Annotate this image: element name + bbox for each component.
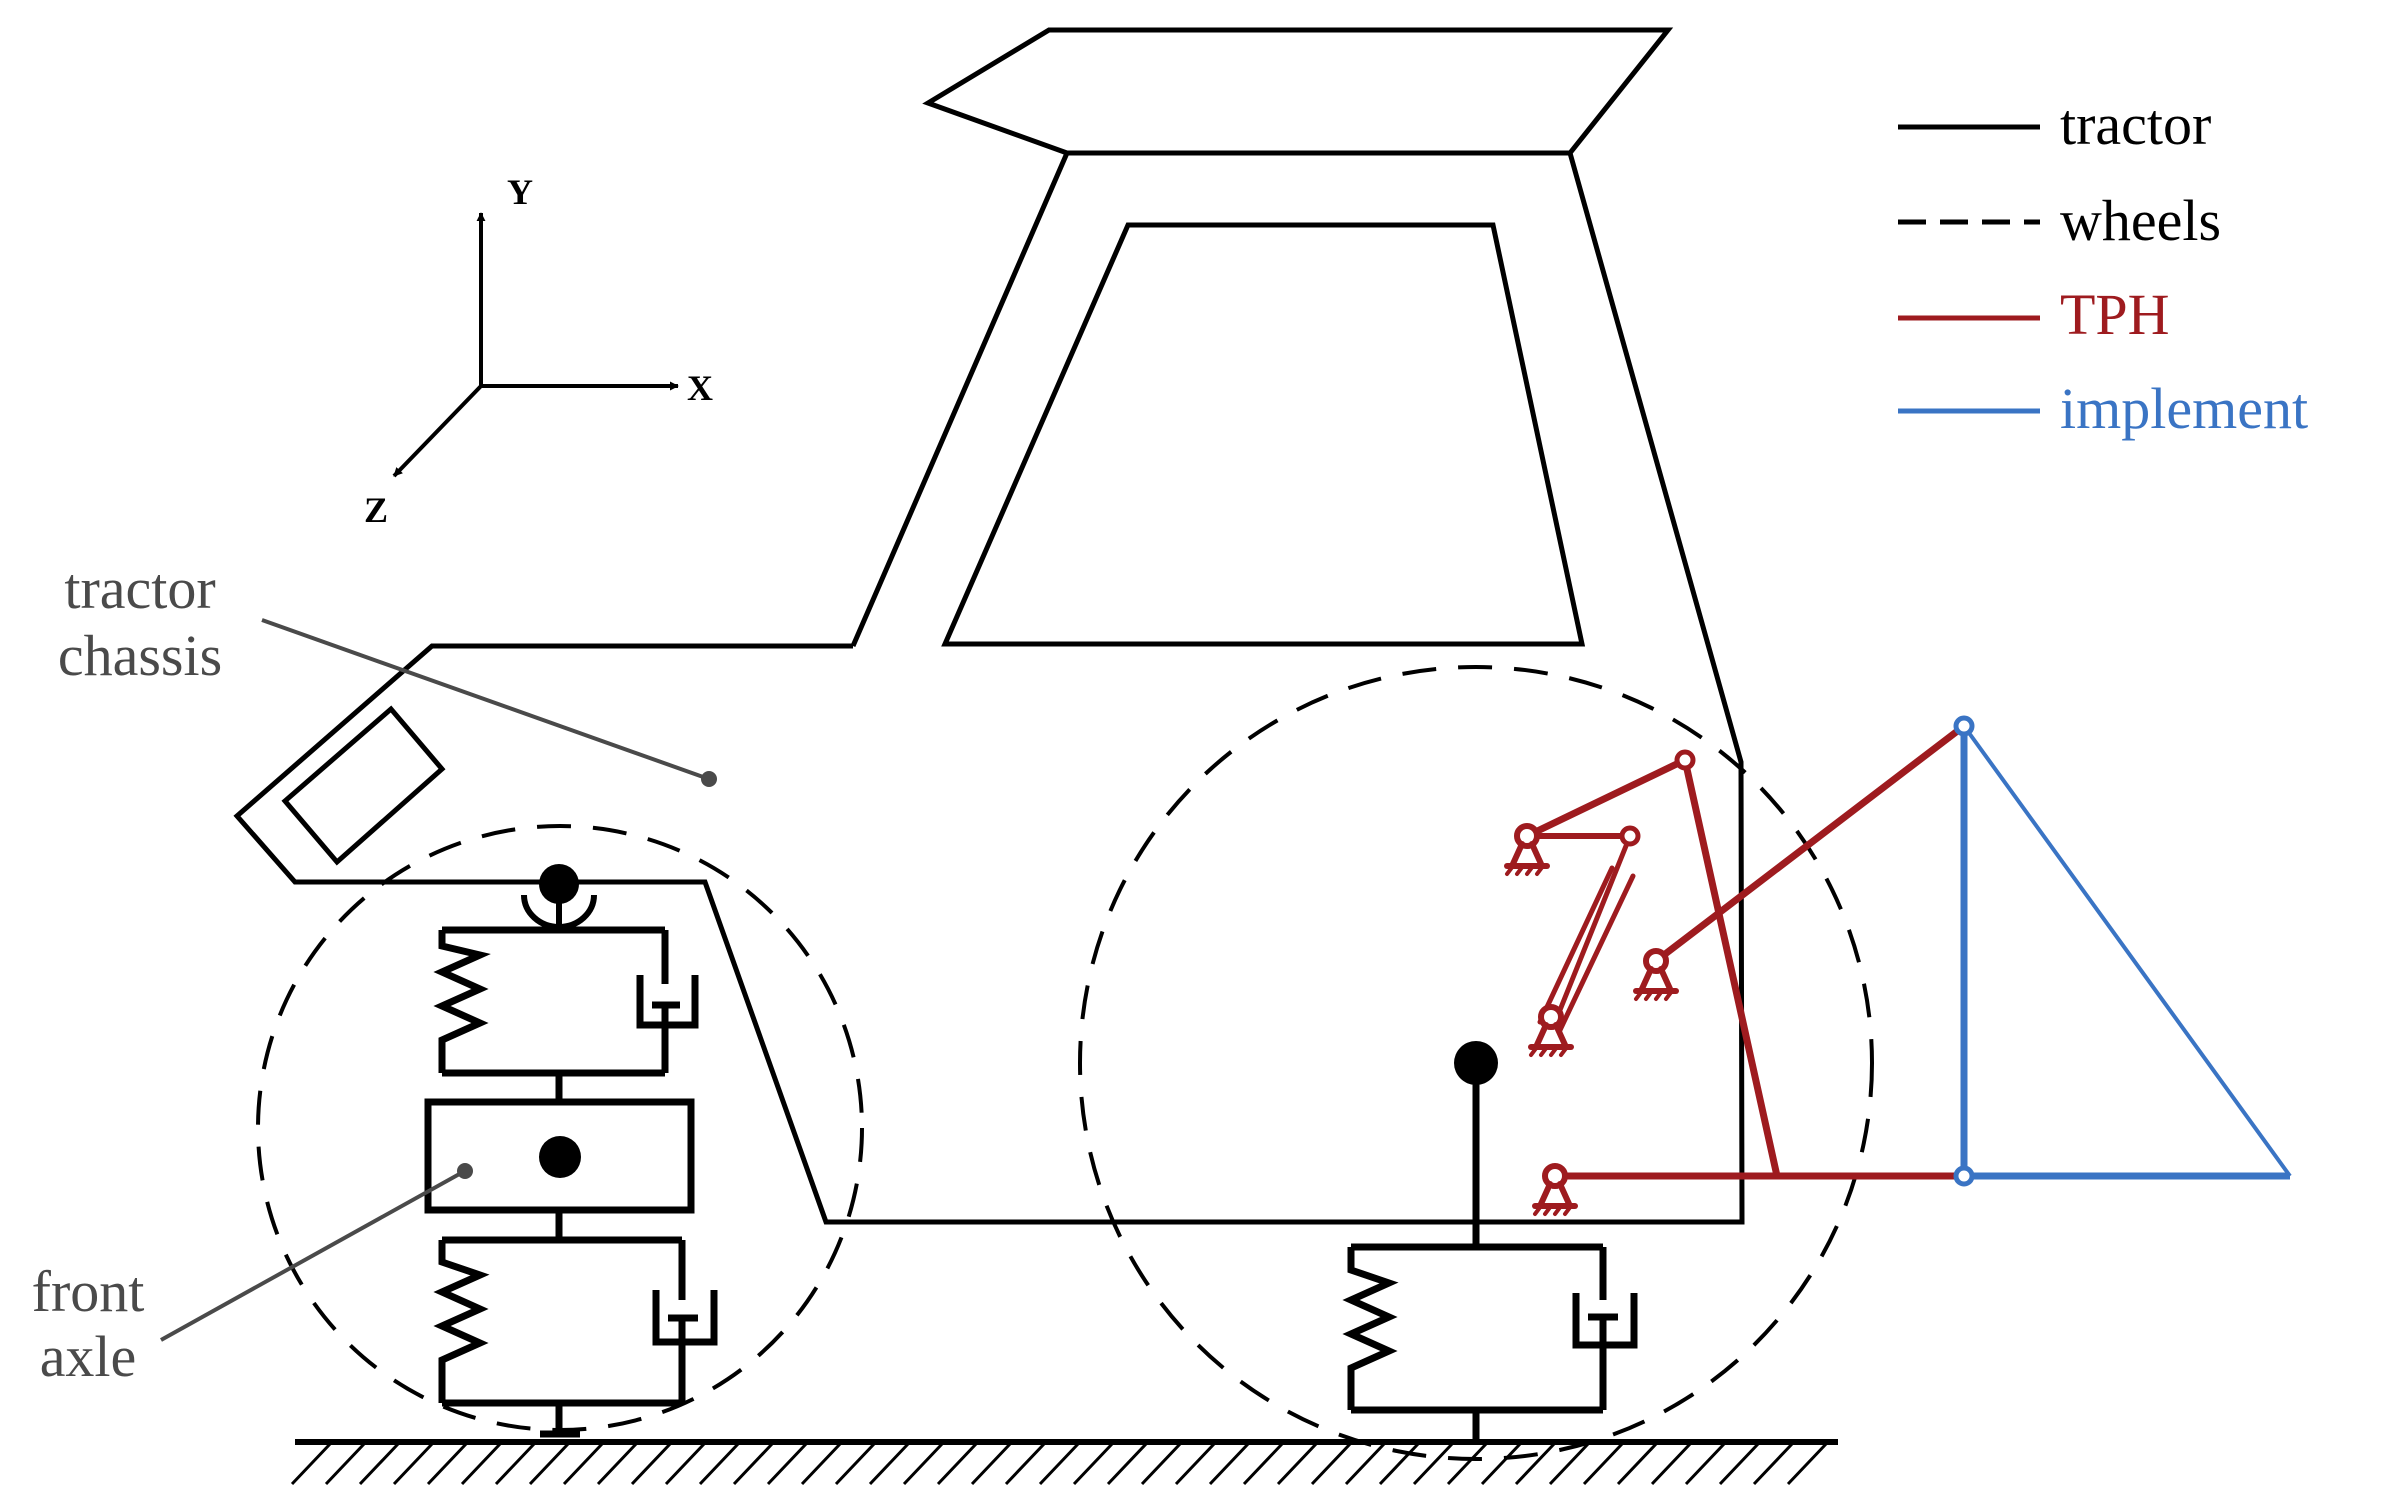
legend-tractor-label: tractor: [2060, 92, 2211, 157]
tph-cylinder-inner: [1557, 873, 1636, 1033]
y-axis-label: Y: [507, 172, 533, 212]
axle-label-line1: front: [32, 1259, 145, 1324]
ground-hatch-line: [1616, 1442, 1658, 1486]
tph-lift-rod: [1681, 756, 1781, 1180]
ground-hatch-line: [1038, 1442, 1080, 1486]
tractor-body: [233, 27, 1745, 1225]
ground-hatch-line: [1684, 1442, 1726, 1486]
rear-spring: [1342, 1247, 1399, 1410]
ground-hatch-line: [426, 1442, 468, 1486]
ground-hatch-line: [358, 1442, 400, 1486]
ground-hatch-line: [1514, 1442, 1556, 1486]
ground-hatch-line: [698, 1442, 740, 1486]
coordinate-axes: Y X Z: [364, 172, 713, 530]
ground-hatch-line: [290, 1442, 332, 1486]
x-axis-label: X: [687, 368, 713, 408]
ground-hatch-line: [970, 1442, 1012, 1486]
front-upper-spring: [433, 930, 491, 1073]
chassis-leader-dot: [701, 771, 717, 787]
ground-hatch-line: [1480, 1442, 1522, 1486]
z-axis-label: Z: [364, 490, 388, 530]
chassis-label-line1: tractor: [64, 556, 215, 621]
ground-hatch-line: [1174, 1442, 1216, 1486]
cab-window: [941, 222, 1586, 647]
three-point-hitch: [1507, 722, 1968, 1214]
ground-hatch-line: [664, 1442, 706, 1486]
tractor-cab-outline: [233, 150, 1745, 1225]
implement: [1953, 715, 2292, 1187]
ground-hatch-line: [868, 1442, 910, 1486]
ground-hatch-line: [528, 1442, 570, 1486]
ground-hatch-line: [800, 1442, 842, 1486]
legend-implement-label: implement: [2060, 376, 2308, 441]
ground-hatch-line: [1378, 1442, 1420, 1486]
z-axis-arrow: [392, 384, 483, 478]
ground-hatch-line: [834, 1442, 876, 1486]
ground-hatch-line: [562, 1442, 604, 1486]
ground-hatch-line: [324, 1442, 366, 1486]
ground-hatch-line: [936, 1442, 978, 1486]
tph-top-link: [1652, 722, 1968, 965]
tractor-roof: [922, 27, 1674, 156]
axle-leader-dot: [457, 1163, 473, 1179]
front-lower-spring: [433, 1240, 490, 1403]
ground-hatch-line: [1072, 1442, 1114, 1486]
ground-hatch-line: [1004, 1442, 1046, 1486]
tph-upper-arm: [1523, 756, 1689, 840]
front-axle-center: [539, 1136, 581, 1178]
legend: tractor wheels TPH implement: [1898, 92, 2308, 441]
legend-tph-label: TPH: [2060, 282, 2170, 347]
legend-wheels-label: wheels: [2060, 188, 2221, 253]
ground-hatch-line: [1276, 1442, 1318, 1486]
tph-pivot-3: [1636, 951, 1676, 999]
ground-hatch-line: [1582, 1442, 1624, 1486]
ground-hatch-line: [1718, 1442, 1760, 1486]
ground-hatch-line: [1752, 1442, 1794, 1486]
ground-hatch-line: [630, 1442, 672, 1486]
tph-cylinder-outer: [1537, 865, 1615, 1025]
ground-hatch-line: [1208, 1442, 1250, 1486]
annotations: tractor chassis front axle: [32, 556, 717, 1389]
ground-hatch-line: [902, 1442, 944, 1486]
axle-label-line2: axle: [40, 1324, 137, 1389]
chassis-label-line2: chassis: [58, 623, 222, 688]
ground-hatch-line: [1344, 1442, 1386, 1486]
ground-hatch-line: [1650, 1442, 1692, 1486]
implement-brace: [1962, 724, 2292, 1178]
ground-hatch-line: [1412, 1442, 1454, 1486]
ground-hatch-line: [1786, 1442, 1828, 1486]
ground-hatch-line: [1140, 1442, 1182, 1486]
front-suspension: [424, 864, 718, 1438]
ground-hatch-line: [766, 1442, 808, 1486]
ground-hatch-line: [732, 1442, 774, 1486]
ground-hatch-line: [1310, 1442, 1352, 1486]
rear-suspension: [1342, 1041, 1638, 1440]
chassis-leader-line: [261, 618, 707, 780]
ground-hatch-line: [460, 1442, 502, 1486]
rear-wheel: [1078, 665, 1874, 1461]
ground-hatch-line: [1242, 1442, 1284, 1486]
ground-hatch-line: [494, 1442, 536, 1486]
ground-hatching: [290, 1442, 1828, 1486]
front-pivot-mass: [539, 864, 579, 904]
ground: [290, 1439, 1838, 1486]
ground-hatch-line: [1446, 1442, 1488, 1486]
ground-hatch-line: [596, 1442, 638, 1486]
ground-hatch-line: [1548, 1442, 1590, 1486]
ground-hatch-line: [1106, 1442, 1148, 1486]
engine-grille: [281, 705, 446, 866]
ground-hatch-line: [392, 1442, 434, 1486]
axle-leader-line: [160, 1170, 464, 1342]
